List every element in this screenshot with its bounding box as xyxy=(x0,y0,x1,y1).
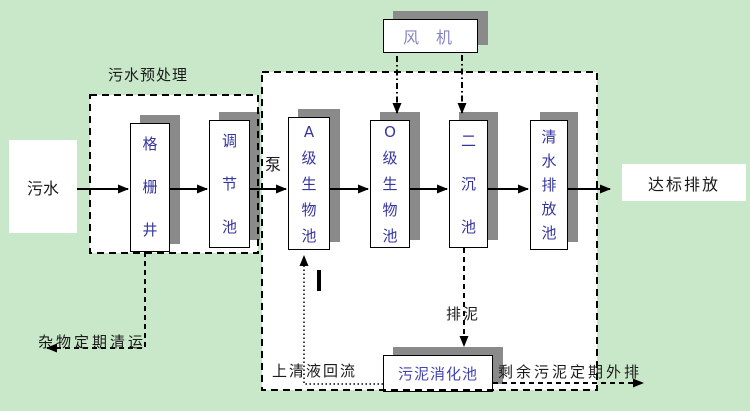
sludge-digestion-tank: 污泥消化池 xyxy=(383,355,493,392)
grid-well-tank: 格栅井 xyxy=(130,123,170,252)
blower-label: 风 机 xyxy=(402,28,459,47)
debris-removal-label: 杂物定期清运 xyxy=(38,333,147,351)
a-bio-label: A级生物池 xyxy=(301,122,317,245)
pretreatment-dashed-border xyxy=(89,94,259,254)
o-bio-label: O级生物池 xyxy=(382,123,398,245)
effluent-label-box: 达标排放 xyxy=(622,164,746,201)
secondary-sedimentation-label: 二沉池 xyxy=(460,131,476,236)
clear-water-discharge-tank: 清水排放池 xyxy=(530,120,568,250)
arrow-grid-well-to-debris xyxy=(46,252,146,353)
pump-label: 泵 xyxy=(265,155,282,174)
excess-sludge-label: 剩余污泥定期外排 xyxy=(498,363,643,381)
sludge-discharge-label: 排泥 xyxy=(446,305,481,323)
regulating-label: 调节池 xyxy=(221,131,237,236)
influent-label: 污水 xyxy=(26,178,59,198)
regulating-tank: 调节池 xyxy=(209,120,250,248)
main-dashed-border xyxy=(261,71,598,391)
influent-label-box: 污水 xyxy=(9,140,77,233)
effluent-label: 达标排放 xyxy=(647,174,720,194)
cursor-bar-mark xyxy=(317,270,321,291)
pretreatment-title: 污水预处理 xyxy=(108,66,189,84)
secondary-sedimentation-tank: 二沉池 xyxy=(449,120,488,248)
a-bio-tank: A级生物池 xyxy=(288,117,330,250)
o-bio-tank: O级生物池 xyxy=(370,120,410,248)
clear-water-discharge-label: 清水排放池 xyxy=(541,128,557,242)
blower-box: 风 机 xyxy=(383,19,478,53)
arrow-digestion-to-a-bio-return xyxy=(299,255,383,385)
sludge-digestion-label: 污泥消化池 xyxy=(397,365,478,383)
supernatant-return-label: 上清液回流 xyxy=(272,362,358,380)
grid-well-label: 格栅井 xyxy=(142,135,158,239)
